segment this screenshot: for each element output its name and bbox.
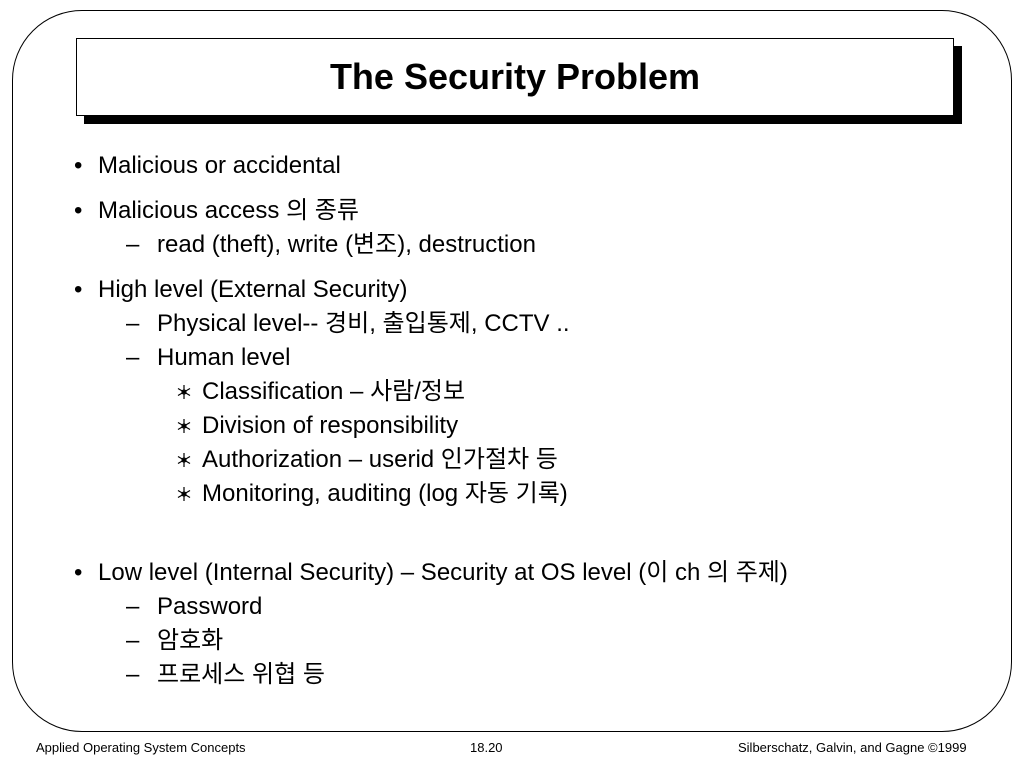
slide-frame (12, 10, 1012, 732)
dash-icon: – (126, 310, 140, 337)
title-box: The Security Problem (76, 38, 954, 116)
footer-authors: Silberschatz, Galvin, and Gagne ©1999 (738, 740, 967, 755)
footer-page-number: 18.20 (470, 740, 503, 755)
dash-icon: – (126, 231, 140, 258)
item-physical-level: Physical level-- 경비, 출입통제, CCTV .. (157, 310, 570, 337)
item-classification: Classification – 사람/정보 (202, 378, 466, 405)
snowflake-icon (176, 378, 196, 406)
item-malicious-or-accidental: Malicious or accidental (98, 152, 341, 179)
bullet-icon: • (74, 152, 83, 179)
item-high-level: High level (External Security) (98, 276, 408, 303)
dash-icon: – (126, 627, 140, 654)
footer-course: Applied Operating System Concepts (36, 740, 246, 755)
snowflake-icon (176, 480, 196, 508)
slide-title: The Security Problem (329, 56, 701, 97)
bullet-icon: • (74, 197, 83, 224)
item-password: Password (157, 593, 263, 620)
dash-icon: – (126, 593, 140, 620)
bullet-icon: • (74, 559, 83, 586)
item-process-threats: 프로세스 위협 등 (157, 661, 325, 688)
item-malicious-access: Malicious access 의 종류 (98, 197, 359, 224)
item-low-level: Low level (Internal Security) – Security… (98, 559, 788, 586)
snowflake-icon (176, 446, 196, 474)
item-authorization: Authorization – userid 인가절차 등 (202, 446, 558, 473)
bullet-icon: • (74, 276, 83, 303)
snowflake-icon (176, 412, 196, 440)
item-encryption: 암호화 (157, 627, 224, 654)
item-read-write-destruction: read (theft), write (변조), destruction (157, 231, 536, 258)
dash-icon: – (126, 661, 140, 688)
item-human-level: Human level (157, 344, 291, 371)
dash-icon: – (126, 344, 140, 371)
item-division-of-responsibility: Division of responsibility (202, 412, 459, 439)
item-monitoring-auditing: Monitoring, auditing (log 자동 기록) (202, 480, 568, 507)
